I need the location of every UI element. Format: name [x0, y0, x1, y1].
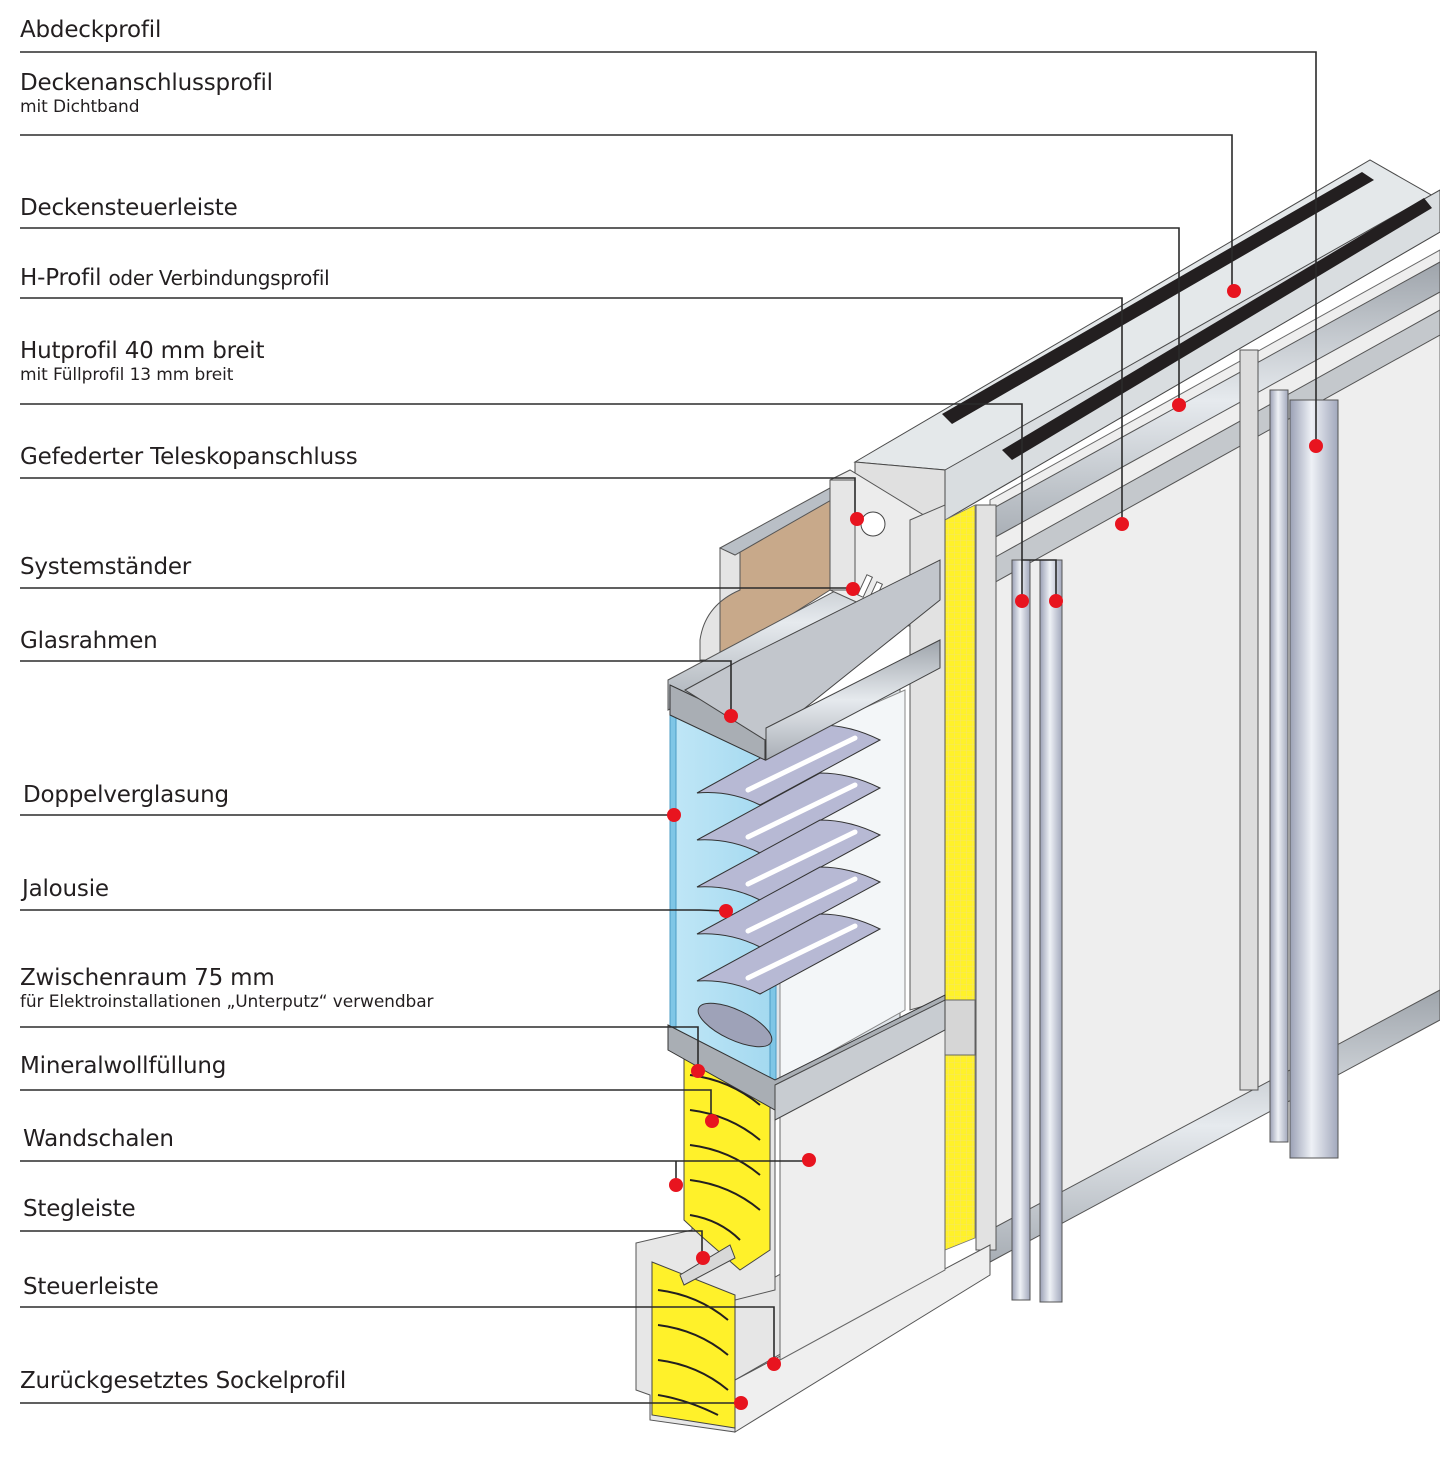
label-glasrahmen: Glasrahmen: [20, 627, 158, 655]
leader-h-profil: [20, 297, 1123, 524]
marker-glasrahmen: [724, 709, 738, 723]
marker-mineralwolle: [705, 1114, 719, 1128]
label-text: Systemständer: [20, 554, 192, 580]
marker-doppelverglasung: [667, 808, 681, 822]
mineral-wool-strip: [944, 504, 976, 1251]
leader-mineralwolle: [20, 1089, 712, 1121]
label-text: Steuerleiste: [23, 1274, 159, 1300]
marker-wandschalen: [802, 1153, 816, 1167]
label-inline-subtext: oder Verbindungsprofil: [108, 266, 330, 290]
venetian-blind: [696, 724, 882, 1048]
marker-systemstaender: [846, 582, 860, 596]
leader-jalousie: [20, 909, 727, 912]
label-systemstaender: Systemständer: [20, 553, 191, 581]
label-jalousie: Jalousie: [22, 875, 109, 903]
h-profile-column: [1239, 349, 1339, 1159]
leader-deckenanschlussprofil: [20, 134, 1233, 292]
marker-deckenanschlussprofil: [1227, 284, 1241, 298]
marker-deckensteuerleiste: [1172, 398, 1186, 412]
lower-wall-section: [635, 1044, 776, 1433]
label-steuerleiste: Steuerleiste: [23, 1273, 159, 1301]
marker-hutprofil-a: [1015, 594, 1029, 608]
label-deckensteuerleiste: Deckensteuerleiste: [20, 194, 238, 222]
leader-abdeckprofil: [20, 51, 1317, 446]
leader-lines: [20, 51, 1317, 1404]
marker-abdeckprofil: [1309, 439, 1323, 453]
label-text: Hutprofil 40 mm breit: [20, 338, 265, 364]
label-h-profil: H-Profil oder Verbindungsprofil: [20, 264, 330, 292]
label-text: Zwischenraum 75 mm: [20, 965, 275, 991]
marker-hutprofil-b: [1049, 594, 1063, 608]
label-text: Abdeckprofil: [20, 17, 162, 43]
label-deckenanschlussprofil: Deckenanschlussprofil mit Dichtband: [20, 69, 273, 117]
marker-zwischenraum: [691, 1064, 705, 1078]
label-text: Gefederter Teleskopanschluss: [20, 444, 358, 470]
label-text: H-Profil: [20, 265, 102, 291]
label-text: Doppelverglasung: [23, 782, 229, 808]
label-teleskopanschluss: Gefederter Teleskopanschluss: [20, 443, 358, 471]
marker-steuerleiste: [767, 1357, 781, 1371]
label-text: Stegleiste: [23, 1196, 136, 1222]
leader-glasrahmen: [20, 660, 732, 716]
label-wandschalen: Wandschalen: [23, 1125, 174, 1153]
leader-zwischenraum: [20, 1026, 699, 1071]
leader-steuerleiste: [20, 1306, 775, 1363]
label-text: Deckenanschlussprofil: [20, 70, 273, 96]
sealing-tape: [942, 172, 1432, 460]
label-stegleiste: Stegleiste: [23, 1195, 136, 1223]
marker-stegleiste: [696, 1251, 710, 1265]
marker-sockelprofil: [734, 1396, 748, 1410]
marker-jalousie: [719, 904, 733, 918]
marker-h-profil: [1115, 517, 1129, 531]
marker-wandschalen-left: [669, 1178, 683, 1192]
label-text: Glasrahmen: [20, 628, 158, 654]
label-text: Mineralwollfüllung: [20, 1053, 227, 1079]
label-subtext: mit Dichtband: [20, 97, 140, 117]
label-doppelverglasung: Doppelverglasung: [23, 781, 229, 809]
label-hutprofil: Hutprofil 40 mm breit mit Füllprofil 13 …: [20, 337, 265, 385]
leader-teleskopanschluss: [20, 477, 856, 519]
leader-deckensteuerleiste: [20, 227, 1180, 405]
hat-profile-column: [975, 504, 1063, 1303]
marker-teleskopanschluss: [850, 512, 864, 526]
label-sockelprofil: Zurückgesetztes Sockelprofil: [20, 1367, 346, 1395]
label-zwischenraum: Zwischenraum 75 mm für Elektroinstallati…: [20, 964, 434, 1012]
leader-stegleiste: [20, 1230, 703, 1257]
glazing-unit: [667, 559, 946, 1121]
label-subtext: mit Füllprofil 13 mm breit: [20, 365, 234, 385]
label-mineralwollfuellung: Mineralwollfüllung: [20, 1052, 226, 1080]
label-text: Wandschalen: [23, 1126, 174, 1152]
label-text: Zurückgesetztes Sockelprofil: [20, 1368, 347, 1394]
label-text: Jalousie: [22, 876, 109, 902]
label-text: Deckensteuerleiste: [20, 195, 238, 221]
label-abdeckprofil: Abdeckprofil: [20, 16, 161, 44]
label-subtext: für Elektroinstallationen „Unterputz“ ve…: [20, 992, 434, 1012]
